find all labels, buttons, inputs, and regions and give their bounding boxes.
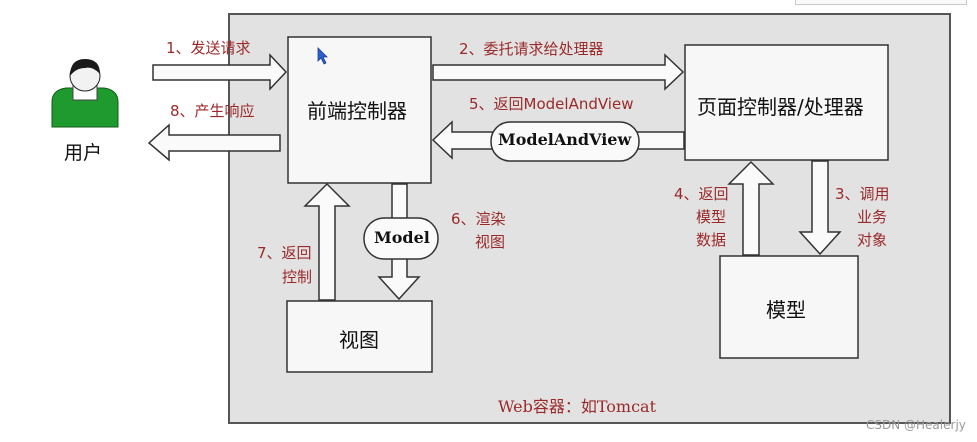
page-controller-box	[684, 44, 889, 161]
model-pill	[363, 217, 439, 260]
csdn-watermark: CSDN @Healerjy	[866, 418, 966, 432]
step-8-label: 8、产生响应	[170, 102, 255, 120]
arrow-send-request	[152, 53, 288, 91]
step-5-label: 5、返回ModelAndView	[469, 95, 634, 113]
page-controller-label: 页面控制器/处理器	[697, 95, 864, 119]
step-3-label-line1: 3、调用	[835, 185, 890, 203]
arrow-return-control	[303, 182, 351, 301]
arrow-response	[147, 123, 281, 162]
model-label: 模型	[766, 298, 806, 322]
step-7-label-line2: 控制	[282, 268, 313, 286]
modelandview-pill-label: ModelAndView	[498, 130, 632, 149]
step-4-label-line1: 4、返回	[674, 185, 729, 203]
step-6-label-line2: 视图	[475, 233, 506, 251]
step-3-label-line2: 业务	[857, 208, 888, 226]
arrow-call-business	[798, 160, 842, 256]
step-7-label-line1: 7、返回	[257, 244, 312, 262]
web-container-label: Web容器：如Tomcat	[498, 397, 657, 416]
step-2-label: 2、委托请求给处理器	[459, 40, 604, 58]
view-label: 视图	[339, 328, 379, 352]
model-pill-label: Model	[374, 228, 430, 247]
arrow-delegate-request	[432, 53, 685, 91]
user-label: 用户	[64, 142, 103, 164]
step-4-label-line2: 模型	[696, 208, 727, 226]
step-1-label: 1、发送请求	[166, 39, 251, 57]
step-4-label-line3: 数据	[696, 231, 727, 249]
front-controller-label: 前端控制器	[307, 99, 407, 123]
cursor-icon	[317, 47, 328, 65]
model-box	[719, 255, 859, 359]
modelandview-pill	[490, 121, 640, 162]
step-6-label-line1: 6、渲染	[451, 210, 506, 228]
front-controller-box	[287, 36, 432, 184]
arrow-return-model-data	[727, 160, 775, 256]
user-icon	[51, 59, 119, 128]
view-box	[286, 300, 433, 373]
window-top-tab	[795, 0, 967, 5]
step-3-label-line3: 对象	[857, 231, 888, 249]
